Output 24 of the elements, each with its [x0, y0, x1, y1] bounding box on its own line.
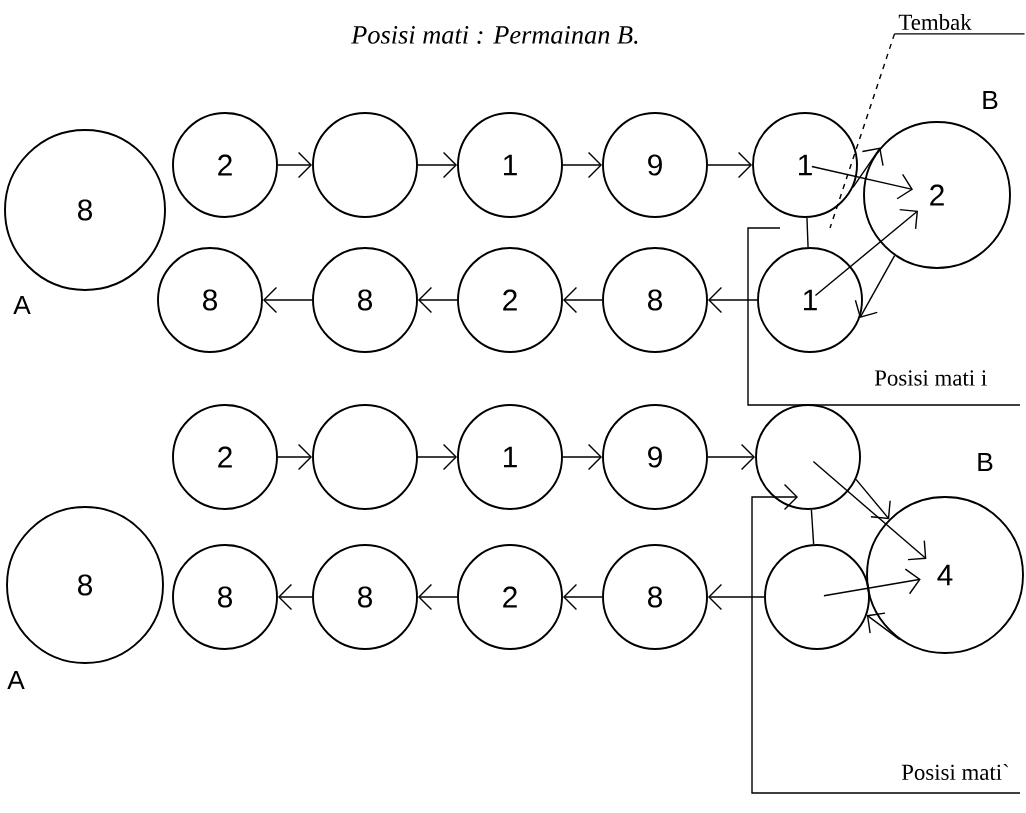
arrow: [852, 147, 884, 189]
store-label: B: [978, 452, 993, 472]
bracket-label: Posisi mati`: [901, 763, 1009, 781]
leader-label: Tembak: [893, 13, 1026, 35]
connector-line: [806, 217, 809, 248]
arrow: [812, 460, 927, 561]
pit-circle: [312, 112, 418, 218]
connector-line: [810, 509, 815, 545]
bracket-label: Posisi mati i: [874, 370, 987, 386]
arrow: [814, 208, 919, 297]
store-label: A: [7, 670, 25, 690]
pit-circle: [764, 544, 870, 650]
arrow: [811, 165, 914, 200]
title: Posisi mati : Permainan B.: [351, 26, 638, 44]
arrow: [823, 568, 921, 597]
arrow: [866, 612, 901, 641]
pit-circle: [312, 404, 418, 510]
store-label: A: [13, 295, 31, 315]
arrow: [707, 583, 765, 611]
arrow: [855, 478, 891, 520]
pit-circle: [755, 404, 861, 510]
store-label: B: [983, 90, 998, 110]
leader-line: [829, 33, 896, 229]
arrow: [854, 254, 896, 319]
